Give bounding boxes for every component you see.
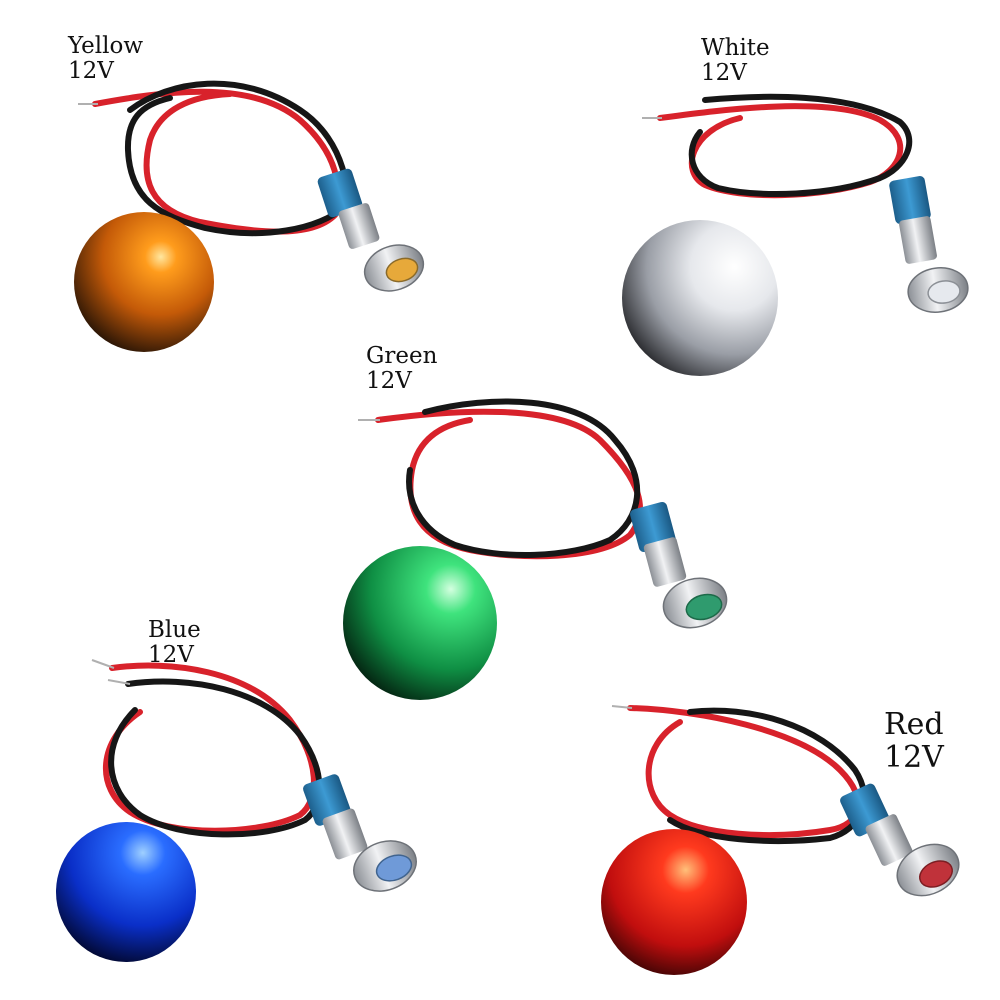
glow-circle — [56, 822, 196, 962]
voltage: 12V — [366, 368, 412, 395]
black-wire — [688, 93, 913, 197]
color-name: Red — [884, 707, 944, 742]
black-wire — [108, 678, 323, 838]
indicator-white — [622, 93, 969, 376]
black-wire — [124, 80, 350, 237]
led-housing — [840, 783, 960, 897]
color-name: White — [701, 35, 770, 61]
black-wire — [406, 398, 641, 559]
voltage: 12V — [884, 740, 944, 775]
label-blue: Blue 12V — [148, 617, 201, 669]
label-yellow: Yellow 12V — [68, 33, 144, 85]
voltage: 12V — [68, 58, 114, 85]
glow-circle — [601, 829, 747, 975]
label-red: Red 12V — [884, 708, 944, 774]
indicator-yellow — [74, 80, 425, 352]
glow-circle — [74, 212, 214, 352]
indicator-blue — [56, 659, 417, 962]
indicator-red — [601, 705, 960, 975]
voltage: 12V — [148, 642, 194, 669]
glow-circle — [343, 546, 497, 700]
color-name: Yellow — [68, 33, 144, 59]
voltage: 12V — [701, 60, 747, 87]
color-name: Blue — [148, 617, 201, 643]
red-wire — [627, 705, 862, 838]
label-green: Green 12V — [366, 343, 438, 395]
indicator-green — [343, 398, 728, 700]
led-housing — [889, 176, 969, 313]
color-name: Green — [366, 343, 438, 369]
led-housing — [630, 501, 728, 629]
led-housing — [317, 168, 425, 292]
led-housing — [303, 774, 417, 892]
red-wire — [375, 408, 643, 560]
glow-circle — [622, 220, 778, 376]
red-wire — [103, 662, 317, 834]
label-white: White 12V — [701, 35, 770, 87]
